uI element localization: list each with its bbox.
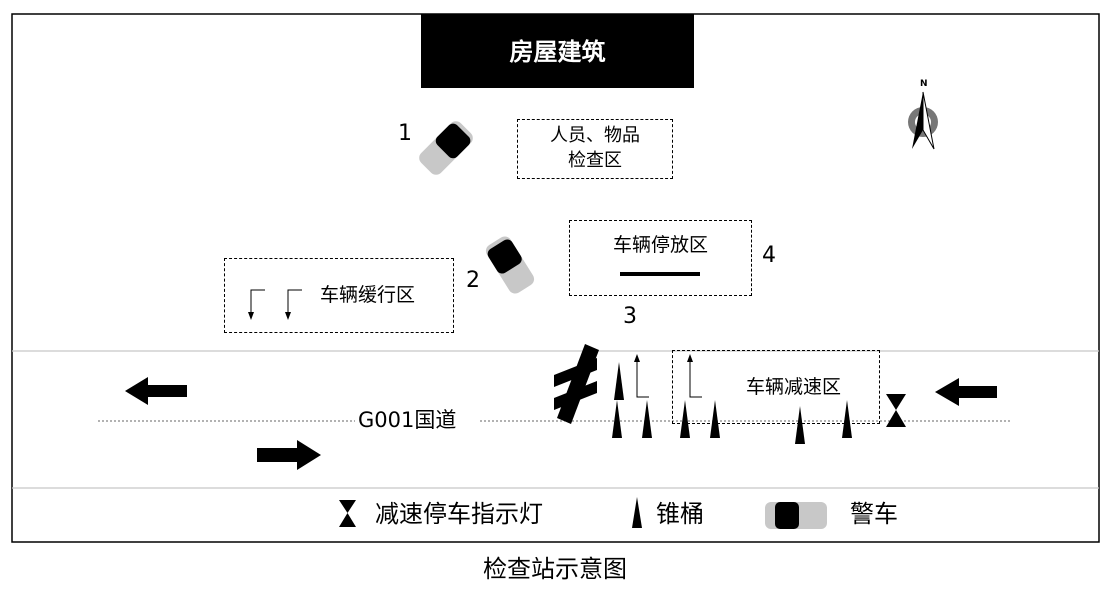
deceleration-zone: [672, 350, 880, 424]
legend-cone-label: 锥桶: [656, 500, 704, 528]
lane-arrow-1: [633, 353, 650, 398]
parking-zone-label: 车辆停放区: [612, 234, 708, 256]
compass-icon: [908, 91, 938, 150]
inspection-zone-label-line1: 人员、物品: [550, 125, 640, 146]
marker-4: 4: [762, 243, 776, 268]
building-block: [421, 14, 694, 88]
legend-light-label: 减速停车指示灯: [375, 500, 543, 528]
diagram-frame: [11, 13, 1100, 543]
compass-north-label: N: [920, 79, 928, 89]
arrow-westbound-right: [935, 378, 997, 406]
legend-car-icon: [765, 502, 827, 529]
parking-zone: [569, 220, 752, 296]
police-car-1: [419, 121, 473, 175]
marker-3: 3: [623, 304, 637, 329]
marker-1: 1: [398, 121, 412, 146]
buffer-zone: [224, 258, 454, 333]
legend-cone-icon: [632, 497, 642, 528]
deceleration-zone-label: 车辆减速区: [746, 376, 842, 398]
inspection-zone-label-line2: 检查区: [568, 150, 622, 171]
deceleration-stop-light: [886, 394, 906, 427]
marker-2: 2: [466, 268, 480, 293]
police-car-2: [485, 236, 535, 294]
legend-light-icon: [339, 500, 356, 527]
legend-car-label: 警车: [850, 500, 898, 528]
arrow-westbound-left: [125, 377, 187, 405]
arrow-eastbound: [257, 440, 321, 470]
building-label: 房屋建筑: [509, 38, 606, 66]
barrier-sign: [554, 344, 599, 424]
caption: 检查站示意图: [483, 555, 627, 583]
inspection-zone: [517, 119, 673, 179]
buffer-zone-label: 车辆缓行区: [320, 284, 416, 306]
road-label: G001国道: [358, 408, 457, 432]
